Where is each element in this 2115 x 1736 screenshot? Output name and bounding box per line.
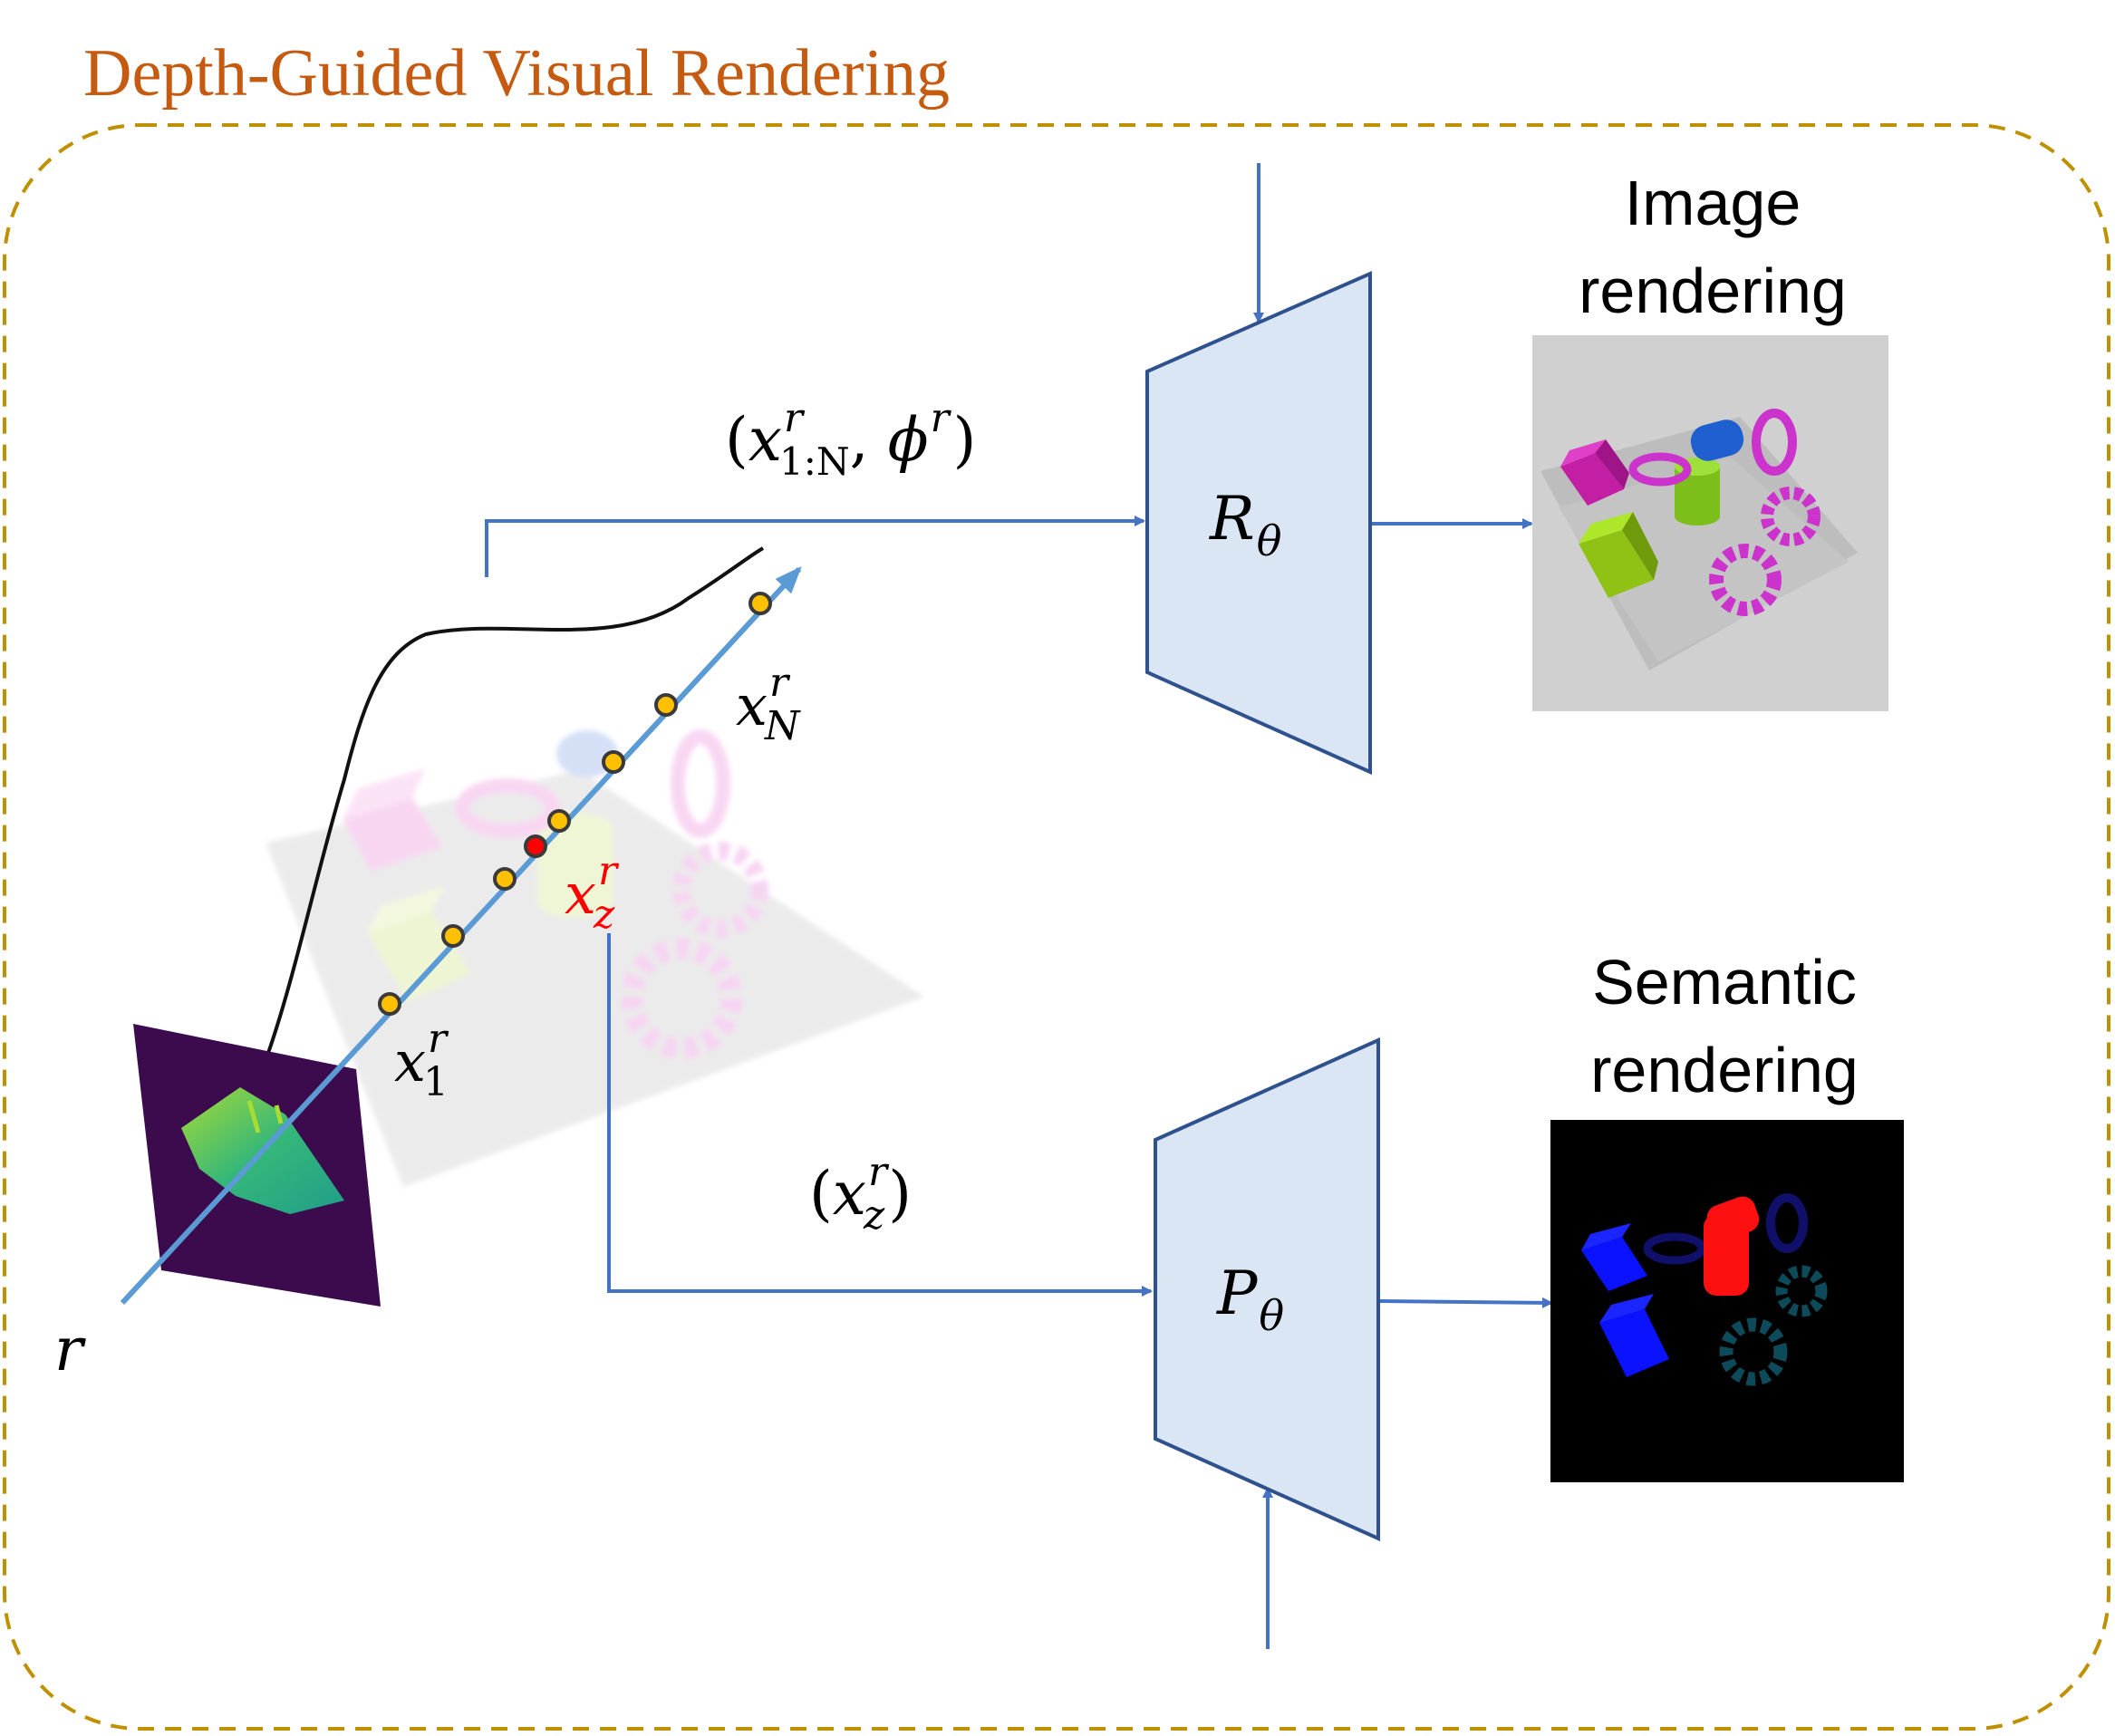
predictor-input-arrow bbox=[607, 933, 1153, 1297]
image-rendering-output bbox=[1532, 335, 1888, 711]
sample-point bbox=[602, 750, 625, 774]
surface-sample-point bbox=[524, 834, 547, 858]
semantic-rendering-heading-line1: Semantic bbox=[1592, 947, 1857, 1017]
ray-label: r bbox=[54, 1315, 86, 1384]
renderer-input-arrow bbox=[485, 516, 1145, 577]
predictor-block bbox=[1154, 1037, 1380, 1542]
depth-map-plane bbox=[133, 1024, 381, 1307]
diagram-title: Depth-Guided Visual Rendering bbox=[83, 36, 950, 111]
image-rendering-heading-line1: Image bbox=[1625, 168, 1801, 238]
sample-point bbox=[441, 924, 465, 948]
image-rendering-heading-line2: rendering bbox=[1579, 256, 1847, 326]
sample-point bbox=[654, 693, 678, 717]
sample-point bbox=[748, 592, 772, 615]
predictor-output-arrow bbox=[1379, 1297, 1553, 1308]
predictor-block-label: Pθ bbox=[1216, 1259, 1284, 1340]
renderer-block-label: Rθ bbox=[1209, 484, 1281, 565]
sample-point bbox=[378, 992, 401, 1016]
density-curve bbox=[266, 546, 765, 1056]
renderer-block bbox=[1145, 270, 1372, 776]
semantic-rendering-output bbox=[1550, 1120, 1904, 1482]
sample-point bbox=[547, 809, 571, 833]
sample-point bbox=[493, 867, 517, 891]
ray-sample-points bbox=[378, 592, 772, 1016]
scene-3d-faded bbox=[266, 729, 924, 1187]
semantic-rendering-heading-line2: rendering bbox=[1590, 1035, 1859, 1105]
